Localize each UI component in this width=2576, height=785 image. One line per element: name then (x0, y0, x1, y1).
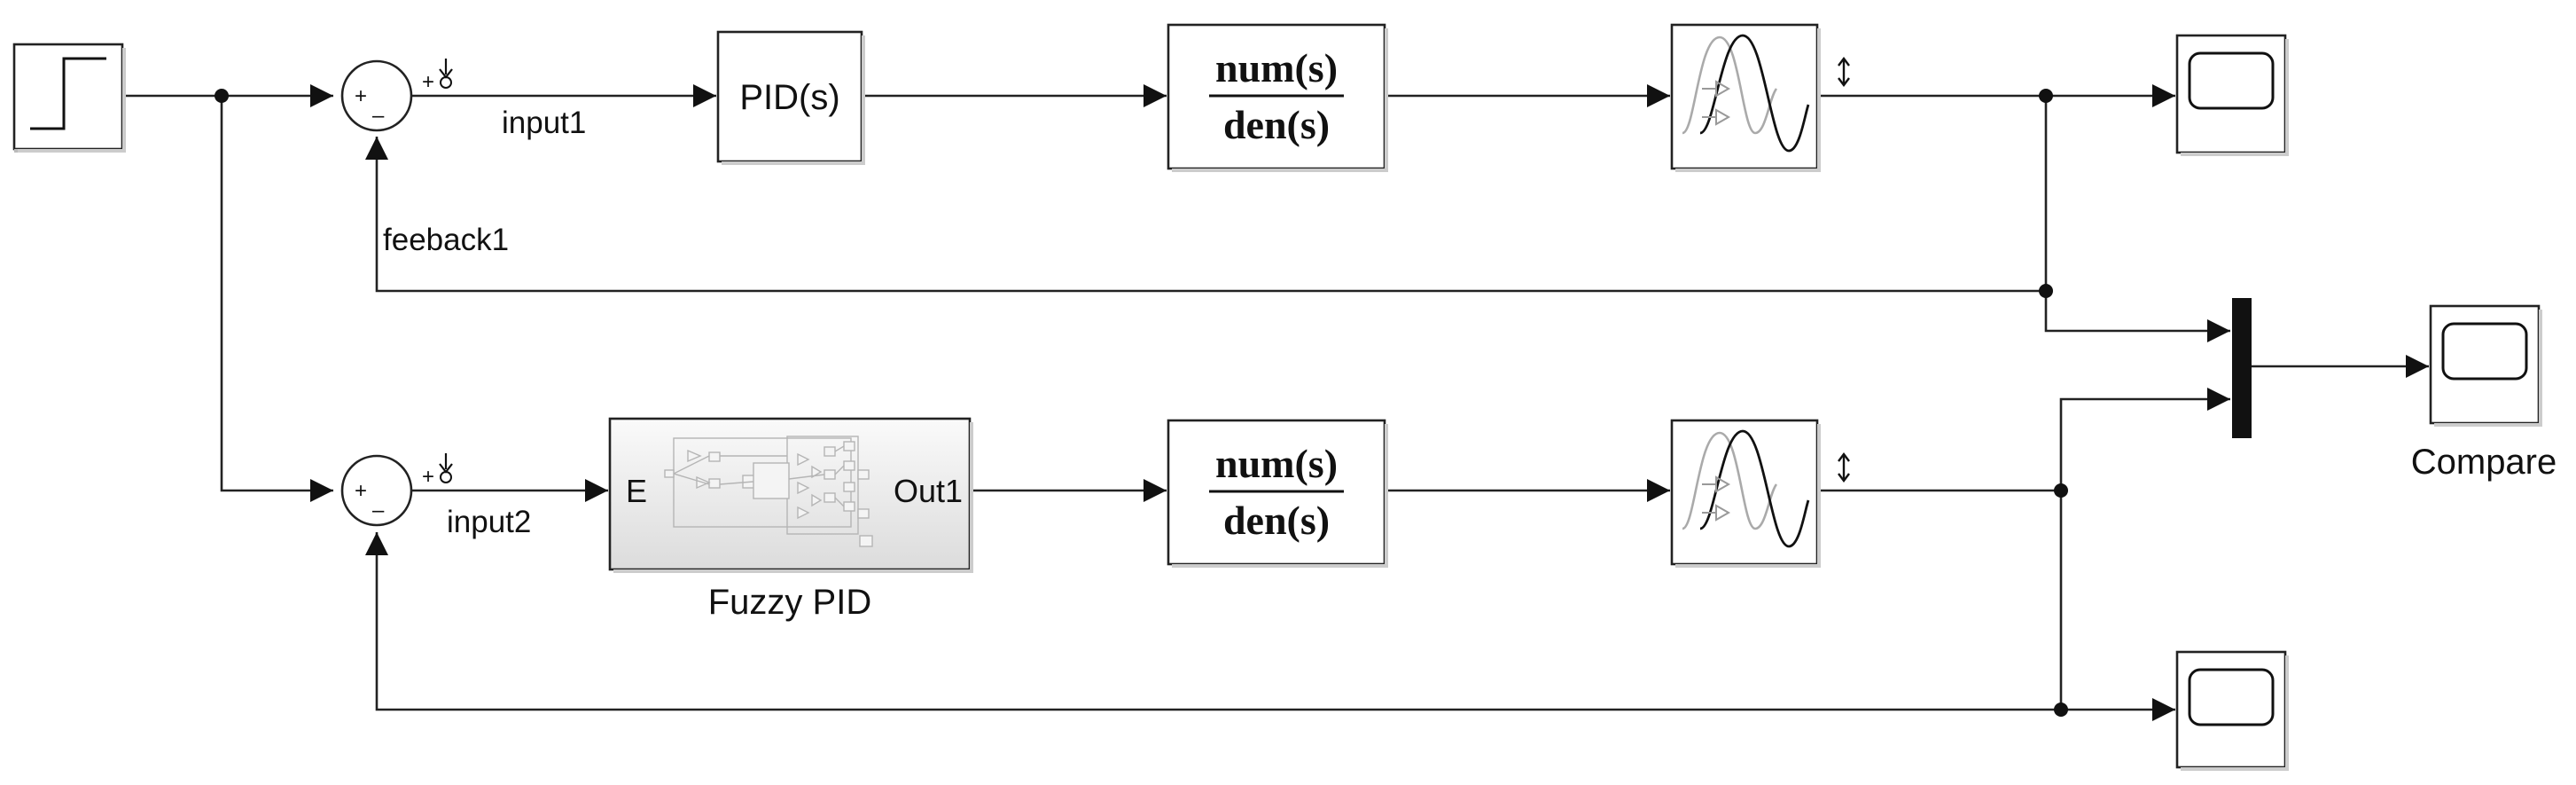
double-arrow-icon-1 (1838, 57, 1850, 87)
wire-to-mux2[interactable] (2059, 388, 2230, 491)
test-point-marker-1: + (422, 59, 453, 94)
branch-dot (2054, 703, 2068, 717)
tf1-numerator: num(s) (1215, 45, 1338, 90)
scope-screen-icon (2188, 51, 2275, 110)
fuzzy-subsystem-thumbnail (664, 436, 873, 547)
sum1-plus-sign: + (355, 84, 367, 108)
wire-feedback1[interactable] (365, 96, 2048, 293)
branch-dot (2039, 284, 2053, 298)
branch-points (215, 89, 2068, 717)
scope-screen-icon (2441, 322, 2528, 381)
tp1-plus: + (422, 70, 434, 94)
branch-dot (2054, 483, 2068, 498)
test-point-marker-2: + (422, 453, 453, 489)
tf1-denominator: den(s) (1223, 102, 1330, 147)
transfer-function-block-2[interactable]: num(s) den(s) (1167, 419, 1388, 568)
double-arrow-icon-2 (1838, 452, 1850, 483)
branch-dot (2039, 89, 2053, 103)
scope-screen-icon (2188, 668, 2275, 726)
signal-label-feedback1: feeback1 (383, 223, 509, 257)
delay-wave-icon (1682, 34, 1810, 153)
transport-delay-block-2[interactable] (1670, 419, 1821, 568)
compare-scope-label: Compare (2411, 443, 2557, 482)
step-block[interactable] (12, 43, 126, 153)
wire-to-sum2[interactable] (220, 96, 333, 502)
tf2-denominator: den(s) (1223, 498, 1330, 543)
step-icon (30, 57, 106, 130)
sum2-plus-sign: + (355, 479, 367, 503)
wire-feedback2[interactable] (365, 532, 2061, 711)
scope-block-compare[interactable] (2429, 304, 2542, 427)
transfer-function-block-1[interactable]: num(s) den(s) (1167, 23, 1388, 172)
signal-label-input1: input1 (502, 106, 586, 140)
fuzzy-output-port-label: Out1 (894, 473, 963, 509)
fuzzy-pid-subsystem[interactable]: E Out1 (608, 417, 973, 573)
pid-label: PID(s) (739, 78, 839, 117)
scope-block-2[interactable] (2175, 650, 2289, 771)
tf2-numerator: num(s) (1215, 441, 1338, 486)
scope-block-1[interactable] (2175, 34, 2289, 156)
transport-delay-block-1[interactable] (1670, 23, 1821, 172)
pid-block[interactable]: PID(s) (716, 30, 865, 165)
signal-wires (124, 84, 2429, 721)
wire-to-mux1[interactable] (2044, 291, 2230, 342)
sum-block-2[interactable]: + – (340, 454, 413, 527)
signal-label-input2: input2 (447, 505, 531, 539)
sum2-minus-sign: – (372, 498, 385, 522)
branch-dot (215, 89, 229, 103)
tp2-plus: + (422, 465, 434, 489)
sum-block-1[interactable]: + – (340, 59, 413, 132)
delay-wave-icon (1682, 429, 1810, 548)
fuzzy-input-port-label: E (626, 473, 647, 509)
fuzzy-pid-label: Fuzzy PID (708, 583, 871, 622)
mux-block[interactable] (2232, 298, 2252, 438)
sum1-minus-sign: – (372, 104, 385, 128)
